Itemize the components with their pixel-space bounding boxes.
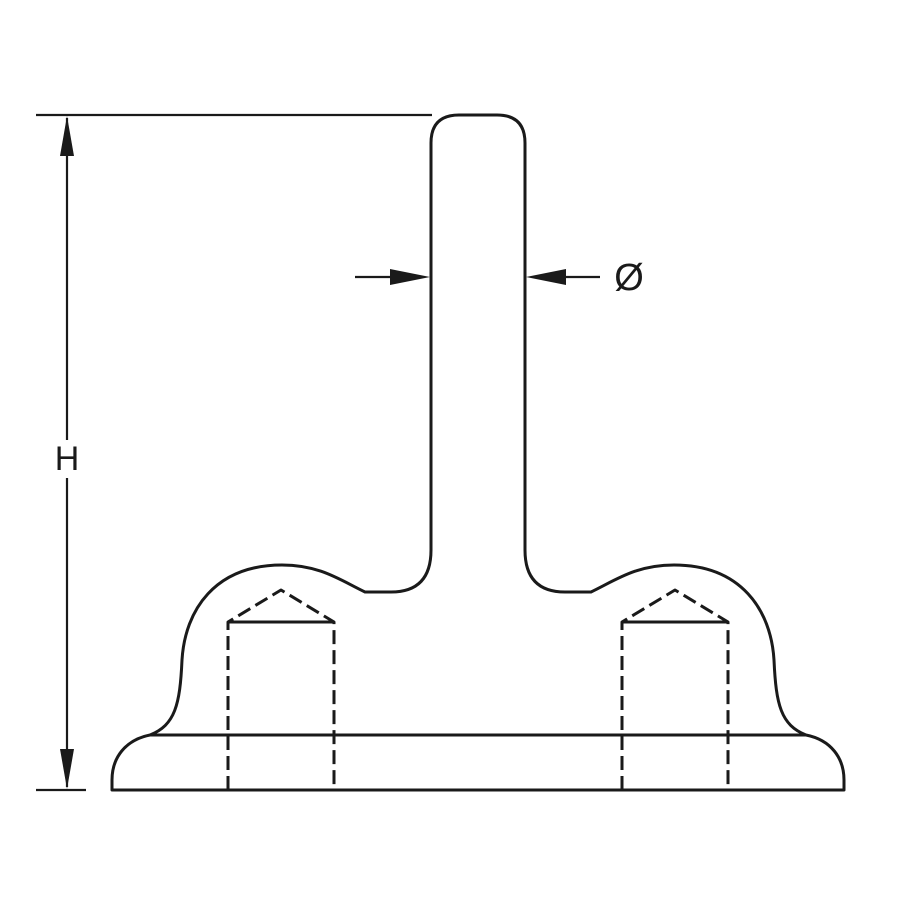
- hidden-hole-right: [620, 588, 730, 790]
- arrow-left-icon: [526, 269, 566, 285]
- height-label: H: [55, 440, 80, 478]
- arrow-right-icon: [390, 269, 430, 285]
- hidden-hole-left: [226, 588, 336, 790]
- arrow-down-icon: [60, 749, 74, 789]
- diameter-label: Ø: [614, 257, 644, 299]
- height-dimension: [36, 113, 432, 792]
- arrow-up-icon: [60, 116, 74, 156]
- part-outline: [110, 113, 846, 792]
